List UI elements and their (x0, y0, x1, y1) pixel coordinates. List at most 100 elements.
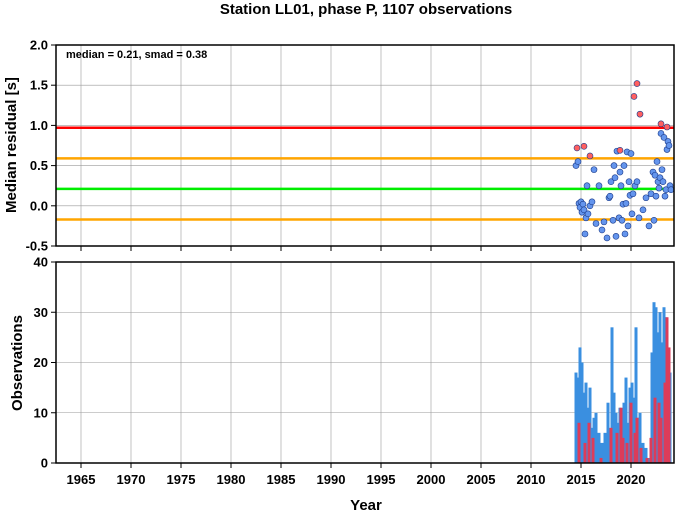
scatter-point (660, 134, 668, 141)
scatter-point (598, 226, 606, 234)
scatter-point (579, 200, 587, 208)
scatter-point (636, 110, 644, 118)
observation-bar (582, 392, 586, 463)
y-tick-label: 1.0 (30, 118, 48, 133)
observations-y-axis-label: Observations (9, 315, 26, 411)
observation-bar (580, 362, 584, 463)
scatter-point (658, 166, 666, 173)
observation-bar (629, 402, 633, 463)
x-tick-label: 2015 (567, 472, 596, 487)
y-tick-label: 40 (34, 255, 48, 270)
scatter-point (635, 214, 643, 222)
observation-bar (600, 442, 604, 463)
scatter-point (628, 210, 636, 218)
observation-bar (624, 377, 628, 463)
scatter-point (616, 168, 624, 176)
year-x-axis-label: Year (350, 497, 382, 511)
observation-bar (621, 437, 625, 463)
observation-bar (665, 317, 669, 463)
scatter-point (657, 120, 665, 128)
x-tick-label: 2000 (417, 472, 446, 487)
scatter-point (588, 198, 596, 206)
y-tick-label: 2.0 (30, 38, 48, 53)
scatter-point (633, 178, 641, 185)
observation-bar (639, 447, 643, 463)
scatter-point (633, 80, 641, 87)
scatter-point (665, 142, 673, 149)
scatter-point (627, 150, 635, 157)
y-tick-label: 0 (41, 456, 48, 471)
scatter-point (624, 222, 632, 230)
scatter-point (603, 234, 611, 242)
observation-bar (622, 402, 626, 463)
stats-annotation: median = 0.21, smad = 0.38 (66, 49, 207, 61)
observation-bar (656, 332, 660, 463)
x-tick-label: 1970 (117, 472, 146, 487)
observation-bar (625, 442, 629, 463)
x-tick-label: 1990 (317, 472, 346, 487)
scatter-point (606, 192, 614, 200)
observation-bar (657, 402, 661, 463)
scatter-point (592, 220, 600, 227)
x-tick-label: 1995 (367, 472, 396, 487)
observation-bar (667, 347, 671, 463)
scatter-point (573, 144, 581, 152)
y-tick-label: 30 (34, 305, 48, 320)
observation-bar (619, 407, 623, 463)
observation-bar (609, 427, 613, 463)
observation-bar (652, 302, 656, 463)
observation-bar (574, 372, 578, 463)
scatter-point (617, 182, 625, 189)
scatter-point (630, 93, 638, 100)
observation-bar (615, 432, 619, 463)
observation-bar (612, 392, 616, 463)
scatter-point (610, 162, 618, 169)
y-tick-label: 1.5 (30, 78, 48, 93)
observation-bar (644, 447, 648, 463)
y-tick-label: -0.5 (26, 239, 48, 254)
scatter-point (642, 194, 650, 202)
x-tick-label: 2010 (517, 472, 546, 487)
scatter-point (629, 190, 637, 198)
chart-title: Station LL01, phase P, 1107 observations (220, 1, 512, 18)
residual-panel: -0.50.00.51.01.52.0 (26, 38, 675, 254)
y-tick-label: 10 (34, 405, 48, 420)
scatter-point (581, 230, 589, 238)
scatter-point (586, 152, 594, 160)
scatter-point (622, 200, 630, 207)
scatter-point (583, 182, 591, 189)
scatter-point (655, 184, 663, 192)
y-tick-label: 20 (34, 355, 48, 370)
scatter-point (645, 222, 653, 230)
observation-bar (576, 377, 580, 463)
scatter-point (650, 216, 658, 224)
observation-bar (660, 342, 664, 463)
observation-bar (577, 422, 581, 463)
scatter-point (661, 192, 669, 200)
observation-bar (597, 432, 601, 463)
scatter-point (652, 192, 660, 200)
scatter-point (663, 123, 671, 131)
scatter-point (590, 166, 598, 173)
observation-bar (610, 327, 614, 463)
observation-bar (603, 432, 607, 463)
residual-y-axis-label: Median residual [s] (3, 77, 20, 213)
x-tick-label: 1980 (217, 472, 246, 487)
observation-bar (606, 402, 610, 463)
observation-bar (583, 442, 587, 463)
observation-bar (653, 397, 657, 463)
observation-bar (578, 347, 582, 463)
x-tick-label: 1985 (267, 472, 296, 487)
observation-bar (647, 457, 651, 463)
observation-bar (638, 412, 642, 463)
scatter-point (620, 162, 628, 169)
scatter-point (580, 206, 588, 214)
observation-bar (645, 457, 649, 463)
scatter-point (574, 158, 582, 165)
scatter-point (609, 216, 617, 224)
scatter-point (621, 230, 629, 238)
observation-bar (594, 412, 598, 463)
observation-bar (641, 442, 645, 463)
scatter-point (595, 182, 603, 189)
x-tick-label: 1965 (67, 472, 96, 487)
